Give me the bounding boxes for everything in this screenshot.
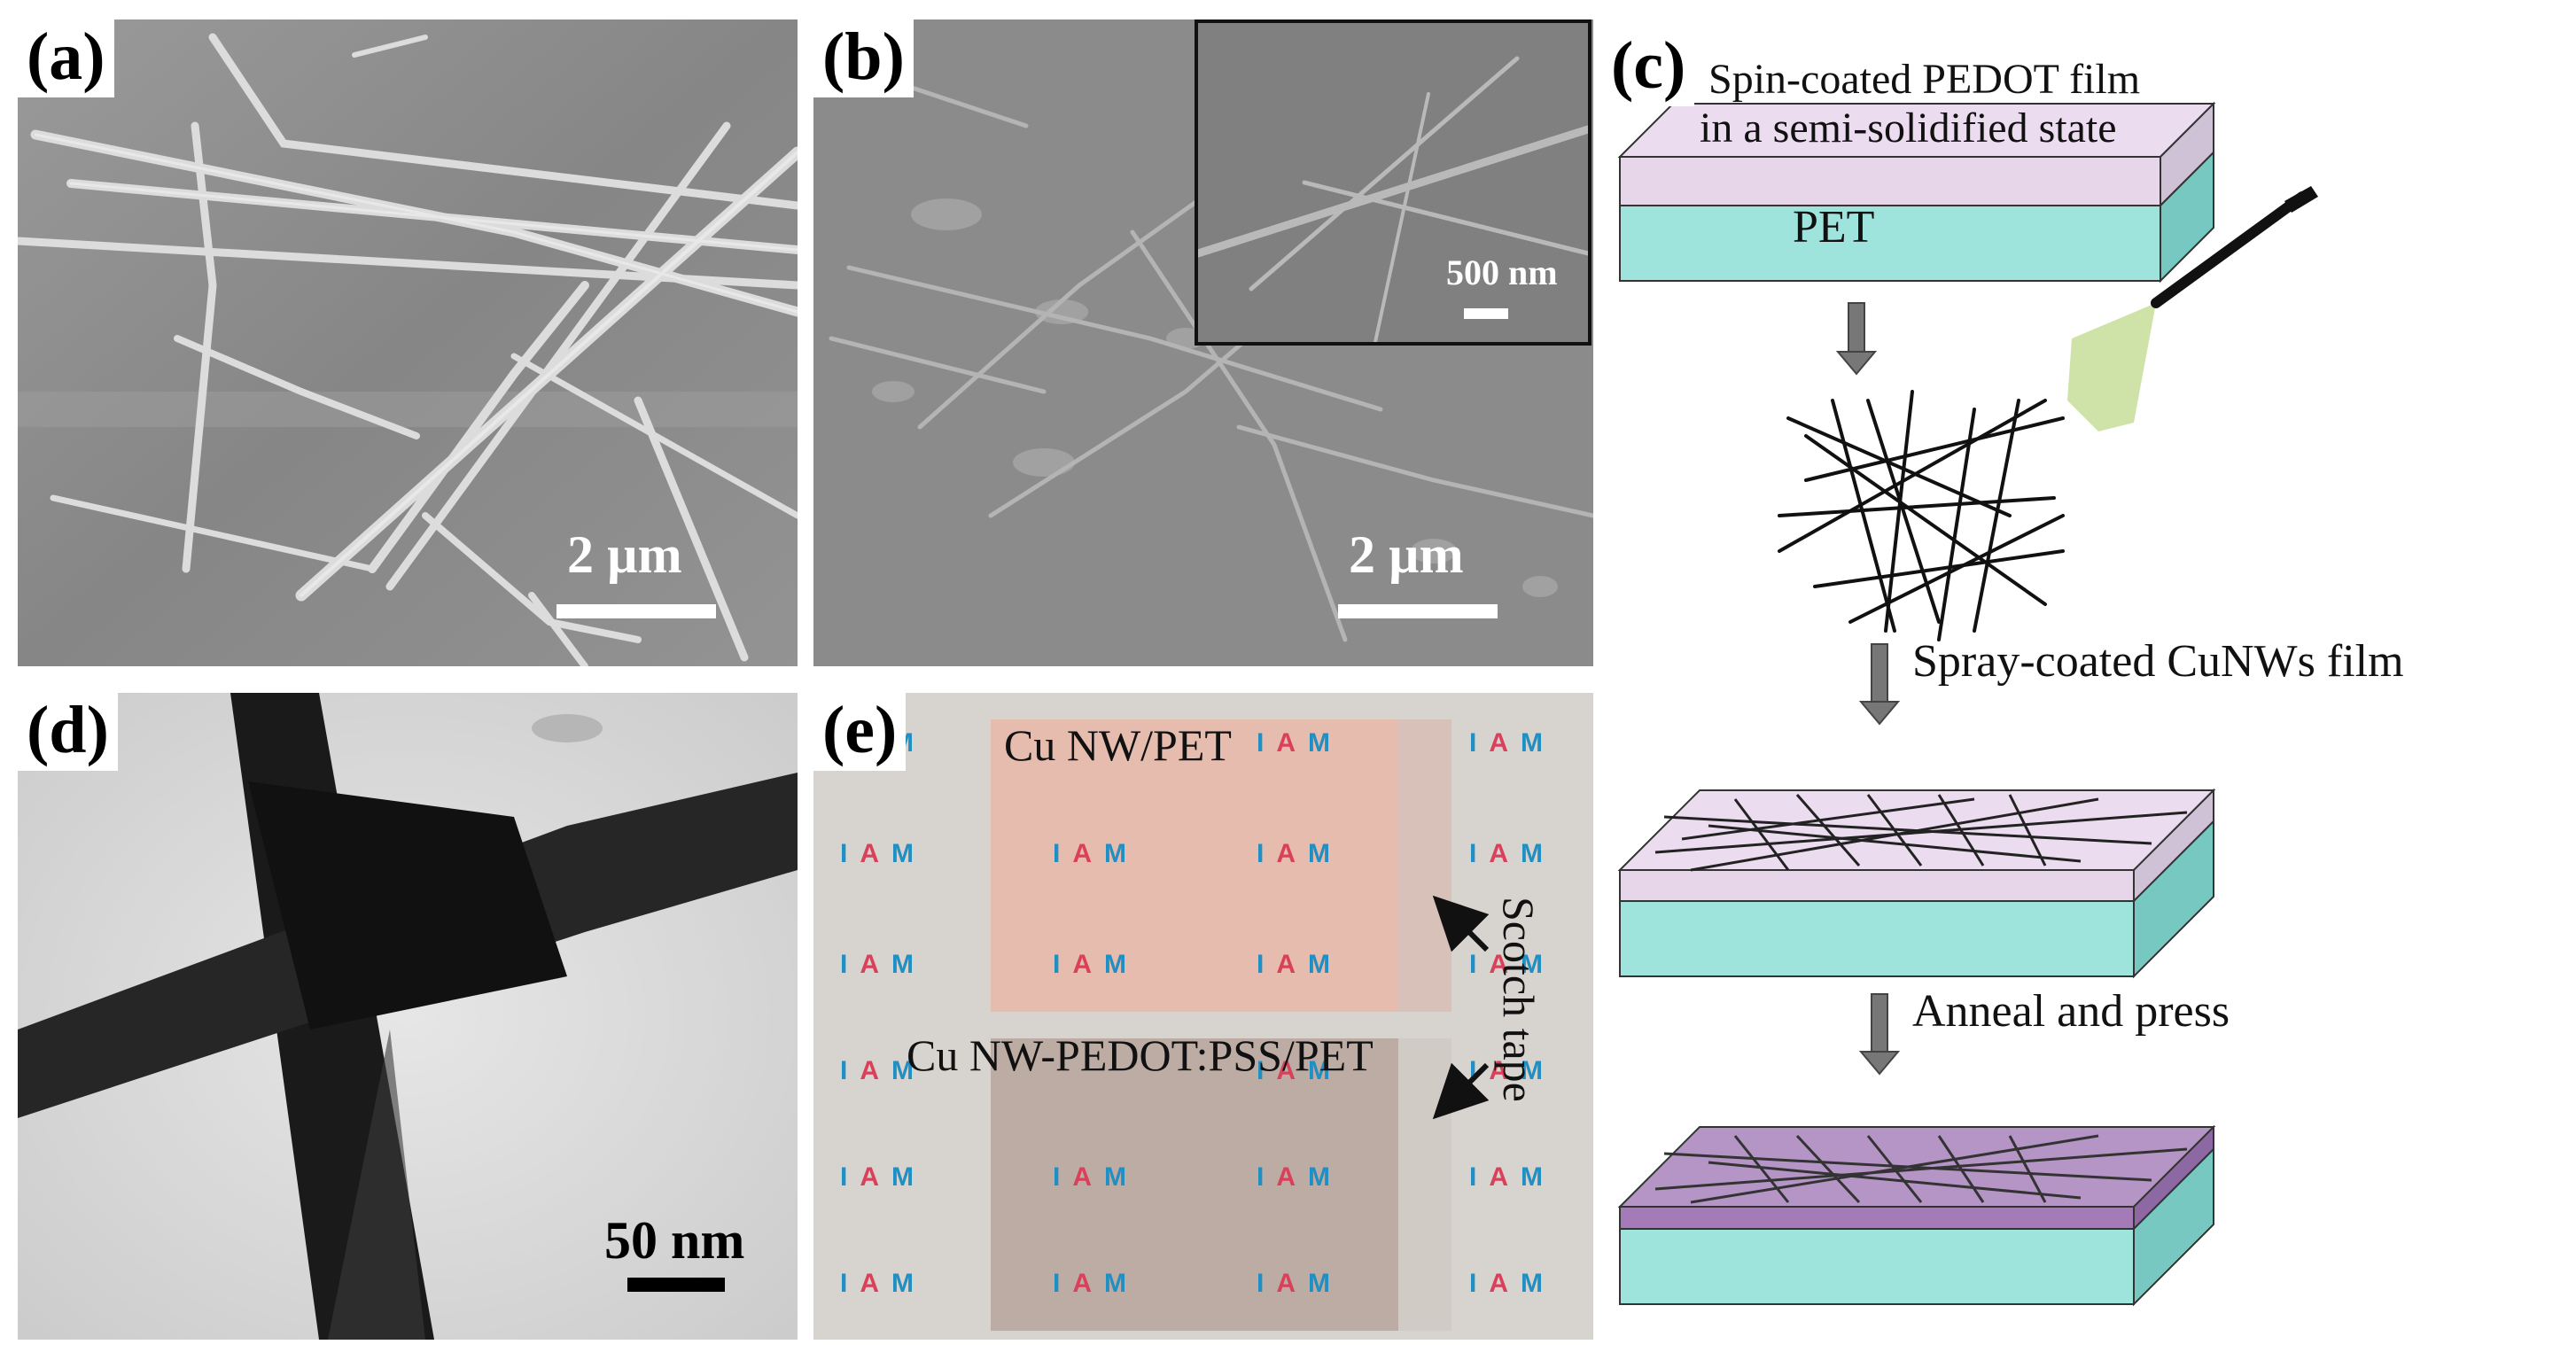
stack-step1 <box>1617 101 2216 284</box>
inset-scale-label-b: 500 nm <box>1446 253 1558 292</box>
fabrication-schematic <box>1617 101 2318 1307</box>
panel-b-sem-image: 500 nm (b) 2 µm <box>813 19 1593 666</box>
tem-image-d-nanowire-junction <box>18 693 798 1340</box>
iam-logo-7: IAM <box>1053 839 1140 868</box>
iam-logo-6: IAM <box>840 1269 927 1298</box>
iam-logo-13: IAM <box>1257 950 1343 979</box>
iam-logo-18: IAM <box>1469 839 1556 868</box>
step2-text: Spray-coated CuNWs film <box>1912 636 2404 687</box>
panel-a-sem-image: (a) 2 µm <box>18 19 798 666</box>
tape-arrow-top <box>1432 895 1490 952</box>
iam-logo-11: IAM <box>1257 728 1343 758</box>
panel-label-a: (a) <box>18 19 114 97</box>
panel-d-tem-image: (d) 50 nm <box>18 693 798 1340</box>
inset-image-b <box>1198 23 1588 342</box>
iam-logo-22: IAM <box>1469 1269 1556 1298</box>
iam-logo-17: IAM <box>1469 728 1556 758</box>
panel-label-b: (b) <box>813 19 914 97</box>
scale-bar-b <box>1338 604 1498 618</box>
process-arrow-1 <box>1835 302 1878 376</box>
iam-logo-10: IAM <box>1053 1269 1140 1298</box>
iam-logo-2: IAM <box>840 839 927 868</box>
iam-logo-4: IAM <box>840 1056 927 1085</box>
spray-gun-icon <box>2067 186 2318 431</box>
iam-logo-19: IAM <box>1469 950 1556 979</box>
scale-bar-a <box>556 604 716 618</box>
sem-inset-b: 500 nm <box>1195 19 1592 346</box>
substrate-label: PET <box>1793 202 1875 253</box>
process-arrow-3 <box>1858 993 1901 1076</box>
sample1-label: Cu NW/PET <box>1004 720 1232 770</box>
nanowire-mesh <box>1778 390 2065 641</box>
panel-label-d: (d) <box>18 693 118 771</box>
step3-text: Anneal and press <box>1912 986 2230 1037</box>
iam-logo-12: IAM <box>1257 839 1343 868</box>
tape-arrow-bottom <box>1432 1062 1490 1120</box>
iam-logo-14: IAM <box>1257 1056 1343 1085</box>
photo-e-samples-on-logo-paper <box>813 693 1593 1340</box>
iam-logo-16: IAM <box>1257 1269 1343 1298</box>
inset-scale-bar-b <box>1464 308 1508 319</box>
iam-logo-8: IAM <box>1053 950 1140 979</box>
stack-step2 <box>1617 788 2216 979</box>
stack-step3 <box>1617 1124 2216 1307</box>
panel-c-schematic: (c) Spin-coated PEDOT film in a semi-sol… <box>1602 19 2568 1340</box>
panel-label-e: (e) <box>813 693 907 771</box>
iam-logo-9: IAM <box>1053 1162 1140 1192</box>
iam-logo-15: IAM <box>1257 1162 1343 1192</box>
scale-bar-d <box>627 1278 725 1292</box>
sample2-label: Cu NW-PEDOT:PSS/PET <box>907 1030 1374 1080</box>
iam-logo-5: IAM <box>840 1162 927 1192</box>
scale-label-a: 2 µm <box>567 525 682 584</box>
iam-logo-21: IAM <box>1469 1162 1556 1192</box>
tape-arrows <box>1432 895 1490 1120</box>
scale-label-b: 2 µm <box>1349 525 1464 584</box>
scale-label-d: 50 nm <box>604 1211 745 1270</box>
panel-label-c: (c) <box>1602 28 1695 106</box>
step1-text-line1: Spin-coated PEDOT film <box>1708 56 2141 103</box>
panel-e-photo: IAM IAM IAM IAM IAM IAM IAM IAM IAM IAM … <box>813 693 1593 1340</box>
process-arrow-2 <box>1858 643 1901 726</box>
step1-text-line2: in a semi-solidified state <box>1700 105 2117 152</box>
iam-logo-3: IAM <box>840 950 927 979</box>
sem-image-a-nanowires <box>18 19 798 666</box>
